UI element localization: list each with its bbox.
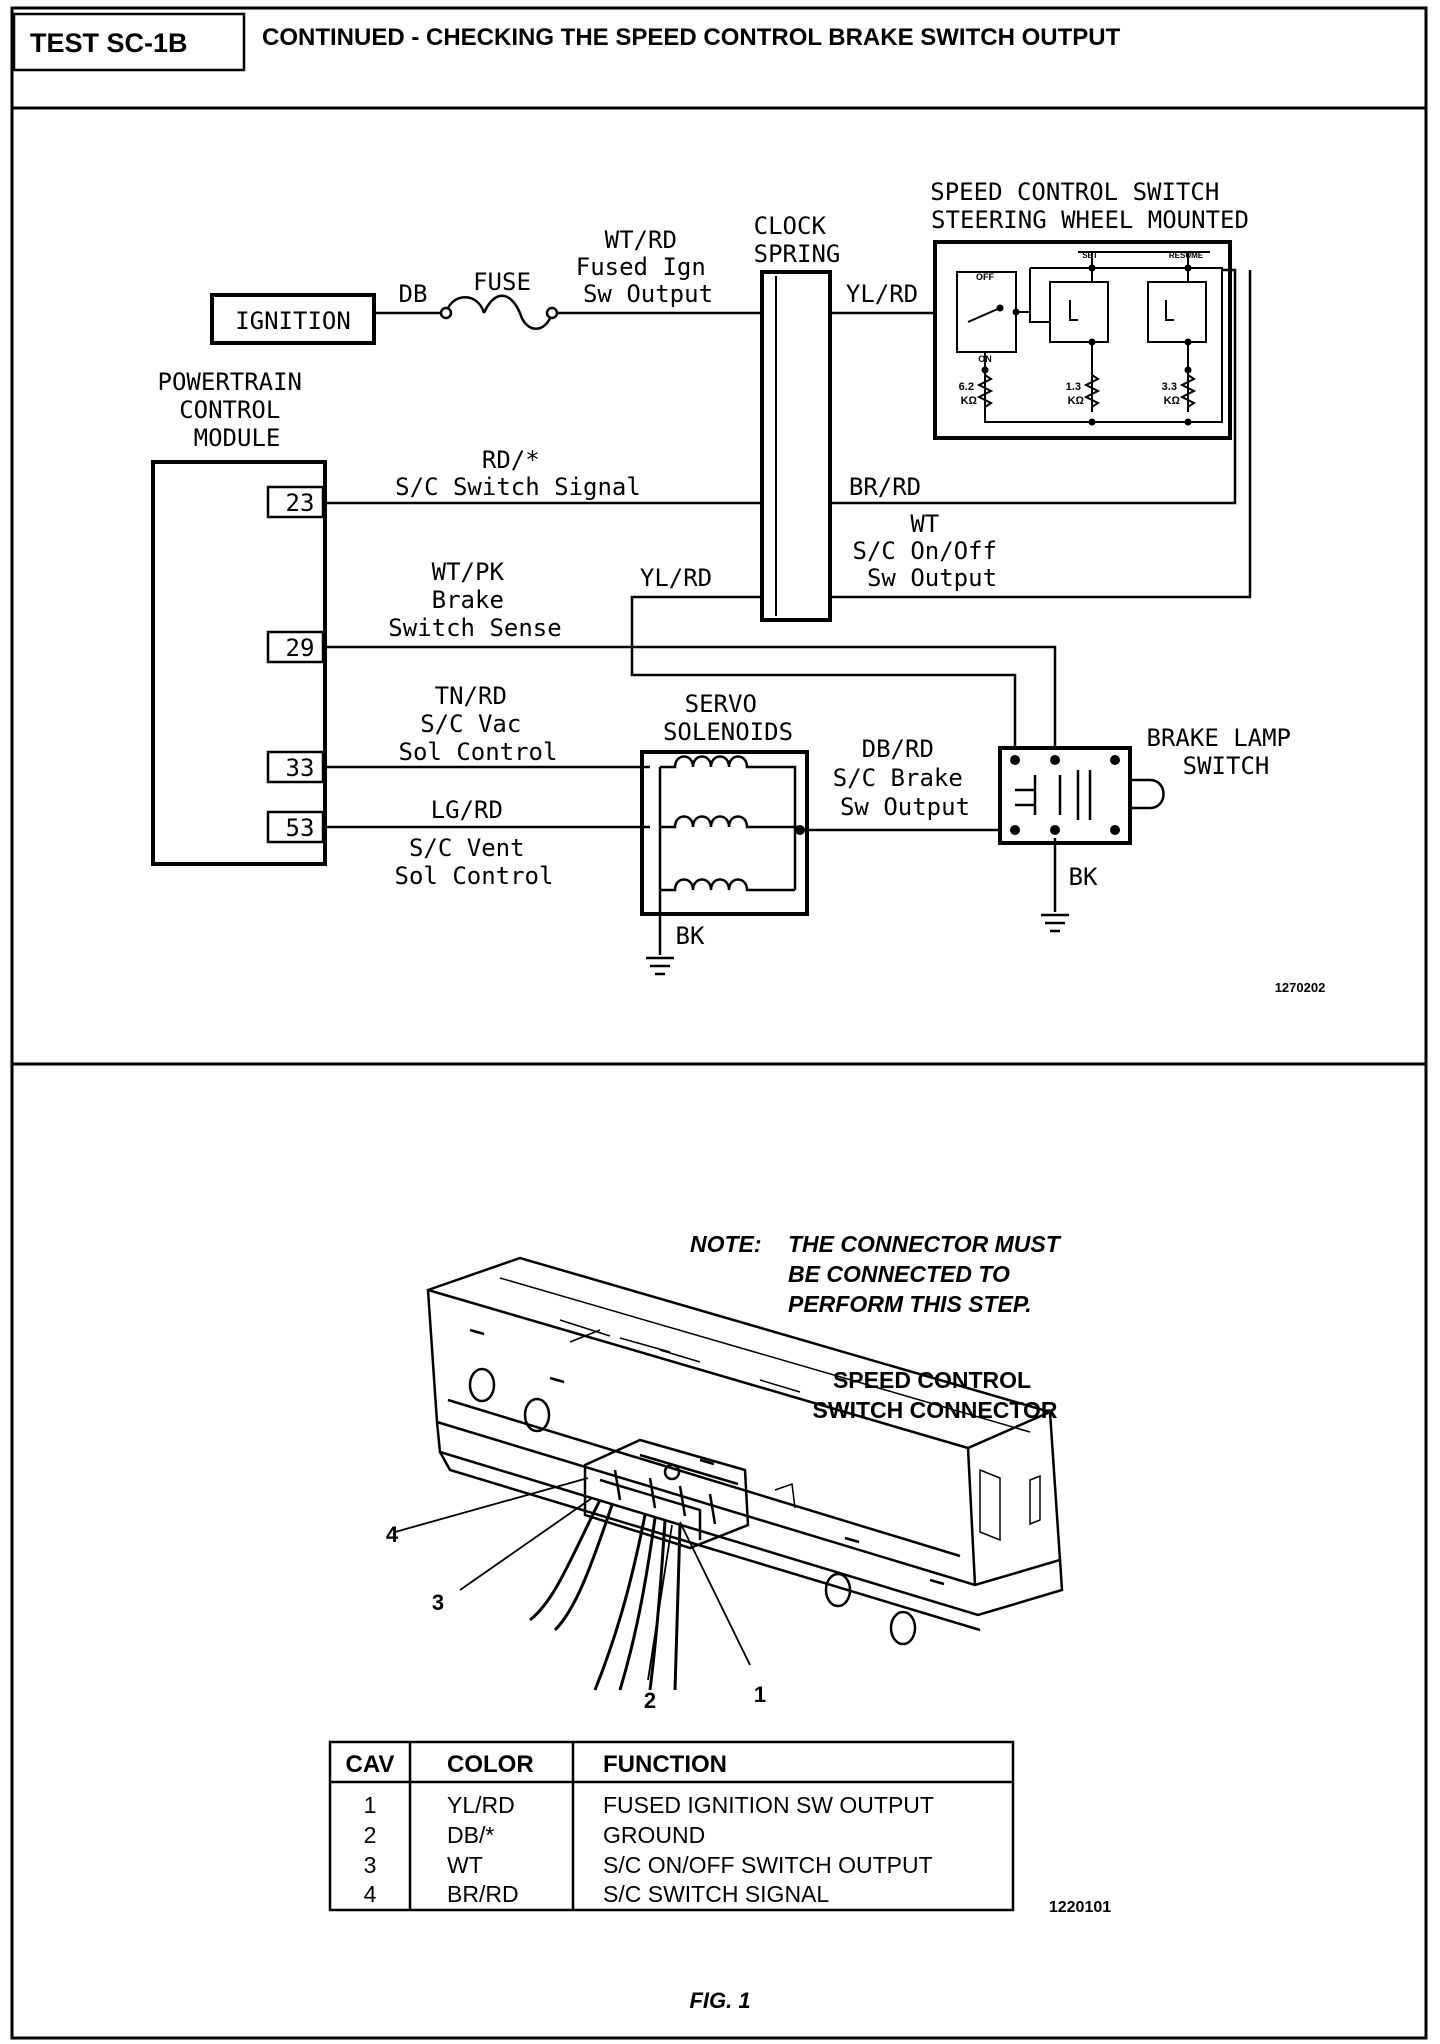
connector-title: SPEED CONTROL SWITCH CONNECTOR	[813, 1367, 1058, 1423]
sc-switch-signal-label: RD/* S/C Switch Signal	[395, 446, 641, 501]
resistor-1-label: 6.2 KΩ	[959, 381, 978, 407]
note-text: THE CONNECTOR MUST BE CONNECTED TO PERFO…	[788, 1231, 1066, 1317]
callout-4: 4	[386, 1522, 399, 1547]
cavity-table: CAV COLOR FUNCTION 1 YL/RD FUSED IGNITIO…	[328, 1740, 1111, 1916]
test-id: TEST SC-1B	[30, 28, 188, 58]
ground-icon	[646, 956, 674, 976]
frame	[10, 6, 1428, 2040]
pcm-title: POWERTRAIN CONTROL MODULE	[158, 368, 317, 452]
brake-sense-label: WT/PK Brake Switch Sense	[388, 558, 561, 642]
resistor-2-label: 1.3 KΩ	[1066, 381, 1085, 407]
svg-text:3: 3	[364, 1852, 377, 1878]
table-row: 2 DB/* GROUND	[364, 1822, 706, 1848]
switch-on-label: ON	[978, 354, 992, 364]
ignition-box	[210, 293, 376, 345]
br-rd-label: BR/RD	[849, 473, 921, 501]
callout-2: 2	[644, 1688, 656, 1713]
db-label: DB	[399, 280, 428, 308]
switch-resume-label: RESUME	[1169, 251, 1204, 260]
servo-coils	[658, 755, 800, 912]
pin-33: 33	[286, 754, 315, 782]
pin-53: 53	[286, 814, 315, 842]
note-label: NOTE:	[690, 1231, 762, 1257]
svg-text:YL/RD: YL/RD	[447, 1792, 515, 1818]
callout-3: 3	[432, 1590, 444, 1615]
sc-switch-title: SPEED CONTROL SWITCH STEERING WHEEL MOUN…	[930, 178, 1249, 234]
clock-spring-label: CLOCK SPRING	[754, 212, 841, 268]
svg-text:GROUND: GROUND	[603, 1822, 705, 1848]
wt-onoff-label: WT S/C On/Off Sw Output	[853, 510, 1012, 592]
pin-23: 23	[286, 489, 315, 517]
svg-text:1: 1	[364, 1792, 377, 1818]
svg-text:FUSED IGNITION SW OUTPUT: FUSED IGNITION SW OUTPUT	[603, 1792, 934, 1818]
schematic: IGNITION DB FUSE WT/RD Fused Ign Sw Outp…	[151, 178, 1326, 995]
pin-29: 29	[286, 634, 315, 662]
brake-lamp-label: BRAKE LAMP SWITCH	[1147, 724, 1306, 780]
svg-text:S/C ON/OFF SWITCH OUTPUT: S/C ON/OFF SWITCH OUTPUT	[603, 1852, 933, 1878]
brake-out-label: DB/RD S/C Brake Sw Output	[833, 735, 978, 821]
vac-sol-label: TN/RD S/C Vac Sol Control	[399, 682, 558, 766]
svg-text:S/C SWITCH SIGNAL: S/C SWITCH SIGNAL	[603, 1881, 829, 1907]
connector-illustration: NOTE: THE CONNECTOR MUST BE CONNECTED TO…	[386, 1231, 1066, 1713]
clock-spring	[760, 270, 832, 622]
svg-text:BR/RD: BR/RD	[447, 1881, 519, 1907]
callout-1: 1	[754, 1682, 766, 1707]
table-header-cav: CAV	[346, 1751, 395, 1778]
switch-off-label: OFF	[976, 272, 994, 282]
servo-label: SERVO SOLENOIDS	[663, 690, 793, 746]
table-fig-code: 1220101	[1049, 1899, 1111, 1916]
table-row: 1 YL/RD FUSED IGNITION SW OUTPUT	[364, 1792, 934, 1818]
fuse-label: FUSE	[473, 268, 531, 296]
callout-lines	[394, 1477, 751, 1681]
header-title: CONTINUED - CHECKING THE SPEED CONTROL B…	[262, 24, 1121, 51]
table-header-function: FUNCTION	[603, 1751, 727, 1778]
schematic-fig-code: 1270202	[1275, 980, 1326, 995]
svg-text:WT: WT	[447, 1852, 483, 1878]
figure-caption: FIG. 1	[689, 1988, 750, 2013]
connector-wires	[529, 1499, 682, 1691]
vent-sol-label: LG/RD S/C Vent Sol Control	[395, 796, 554, 890]
sc-switch-box	[933, 240, 1232, 440]
yl-rd-top-label: YL/RD	[846, 280, 918, 308]
fused-ign-label: WT/RD Fused Ign Sw Output	[576, 226, 721, 308]
pcm-box	[151, 460, 327, 866]
switch-set-label: SET	[1082, 251, 1098, 260]
ground-icon	[1041, 913, 1069, 933]
resistor-3-label: 3.3 KΩ	[1162, 381, 1181, 407]
ignition-label: IGNITION	[235, 307, 351, 335]
table-row: 4 BR/RD S/C SWITCH SIGNAL	[364, 1881, 830, 1907]
svg-text:4: 4	[364, 1881, 377, 1907]
brake-lamp-switch-box	[998, 746, 1132, 845]
servo-box	[640, 750, 809, 916]
svg-text:DB/*: DB/*	[447, 1822, 494, 1848]
table-header-color: COLOR	[447, 1751, 534, 1778]
yl-rd-mid-label: YL/RD	[640, 564, 712, 592]
svg-text:2: 2	[364, 1822, 377, 1848]
bk-brake-label: BK	[1069, 863, 1098, 891]
table-row: 3 WT S/C ON/OFF SWITCH OUTPUT	[364, 1852, 933, 1878]
bk-servo-label: BK	[676, 922, 705, 950]
connector-body	[426, 1256, 1064, 1646]
